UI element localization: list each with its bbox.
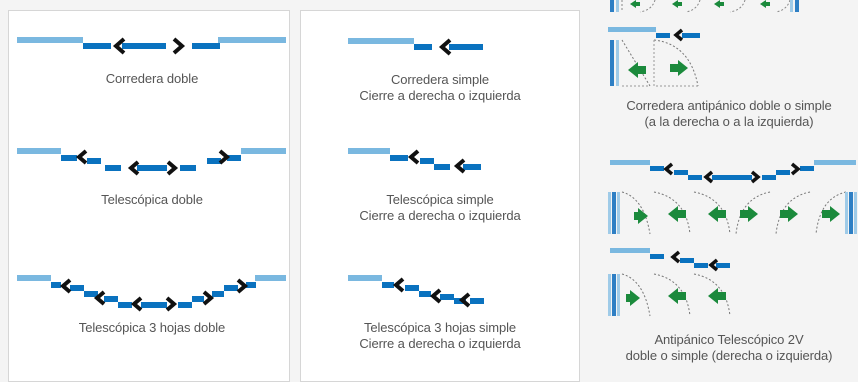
left-arrow-icon (407, 149, 420, 165)
left-arrow-icon (453, 158, 466, 174)
right-arrow-icon (790, 162, 801, 176)
rail-antipanico-simple (610, 248, 730, 268)
rail-antipanico-doble (610, 160, 856, 180)
caption-telescopica-3-doble: Telescópica 3 hojas doble (78, 320, 226, 335)
swing-row-doble (608, 191, 857, 235)
right-arrow-icon (166, 160, 179, 176)
panel-double (8, 10, 290, 382)
rail-corredera-doble (17, 37, 286, 49)
right-arrow-icon (202, 290, 215, 306)
right-arrow-icon (172, 37, 186, 55)
left-arrow-icon (127, 160, 140, 176)
caption-corredera-doble: Corredera doble (105, 71, 199, 86)
right-arrow-icon (236, 278, 249, 294)
left-arrow-icon (93, 290, 106, 306)
swing-leaf-icon (610, 39, 651, 87)
left-arrow-icon (673, 28, 684, 42)
swing-leaf-icon (653, 39, 699, 87)
swing-row-simple (608, 273, 731, 317)
partial-top-diagram (610, 0, 799, 13)
right-arrow-icon (750, 170, 761, 184)
left-arrow-icon (112, 37, 126, 55)
left-arrow-icon (703, 170, 714, 184)
emergency-exit-icon (670, 60, 688, 76)
left-arrow-icon (670, 250, 681, 264)
rail-telescopica-simple (348, 148, 481, 170)
left-arrow-icon (708, 258, 719, 272)
rail-corredera-antipanico (608, 27, 700, 38)
left-arrow-icon (429, 288, 442, 304)
caption-telescopica-simple: Telescópica simple Cierre a derecha o iz… (359, 192, 521, 223)
left-arrow-icon (663, 162, 674, 176)
right-arrow-icon (165, 296, 178, 312)
diagram-corredera-doble (17, 0, 857, 317)
right-arrow-icon (218, 149, 231, 165)
rail-telescopica-3-doble (17, 275, 286, 308)
caption-corredera-simple: Corredera simple Cierre a derecha o izqu… (359, 72, 521, 103)
panel-single (300, 10, 580, 382)
left-arrow-icon (392, 277, 405, 293)
left-arrow-icon (75, 149, 88, 165)
rail-telescopica-doble (17, 148, 286, 171)
caption-telescopica-3-simple: Telescópica 3 hojas simple Cierre a dere… (359, 320, 521, 351)
left-arrow-icon (458, 292, 471, 308)
left-arrow-icon (130, 296, 143, 312)
caption-telescopica-doble: Telescópica doble (101, 192, 203, 207)
rail-corredera-simple (348, 38, 483, 50)
emergency-exit-icon (628, 62, 646, 78)
left-arrow-icon (438, 38, 452, 56)
left-arrow-icon (59, 278, 72, 294)
rail-telescopica-3-simple (348, 275, 484, 304)
caption-corredera-antipanico: Corredera antipánico doble o simple (a l… (626, 98, 832, 129)
caption-antipanico-telescopico-2v: Antipánico Telescópico 2V doble o simple… (625, 332, 833, 363)
